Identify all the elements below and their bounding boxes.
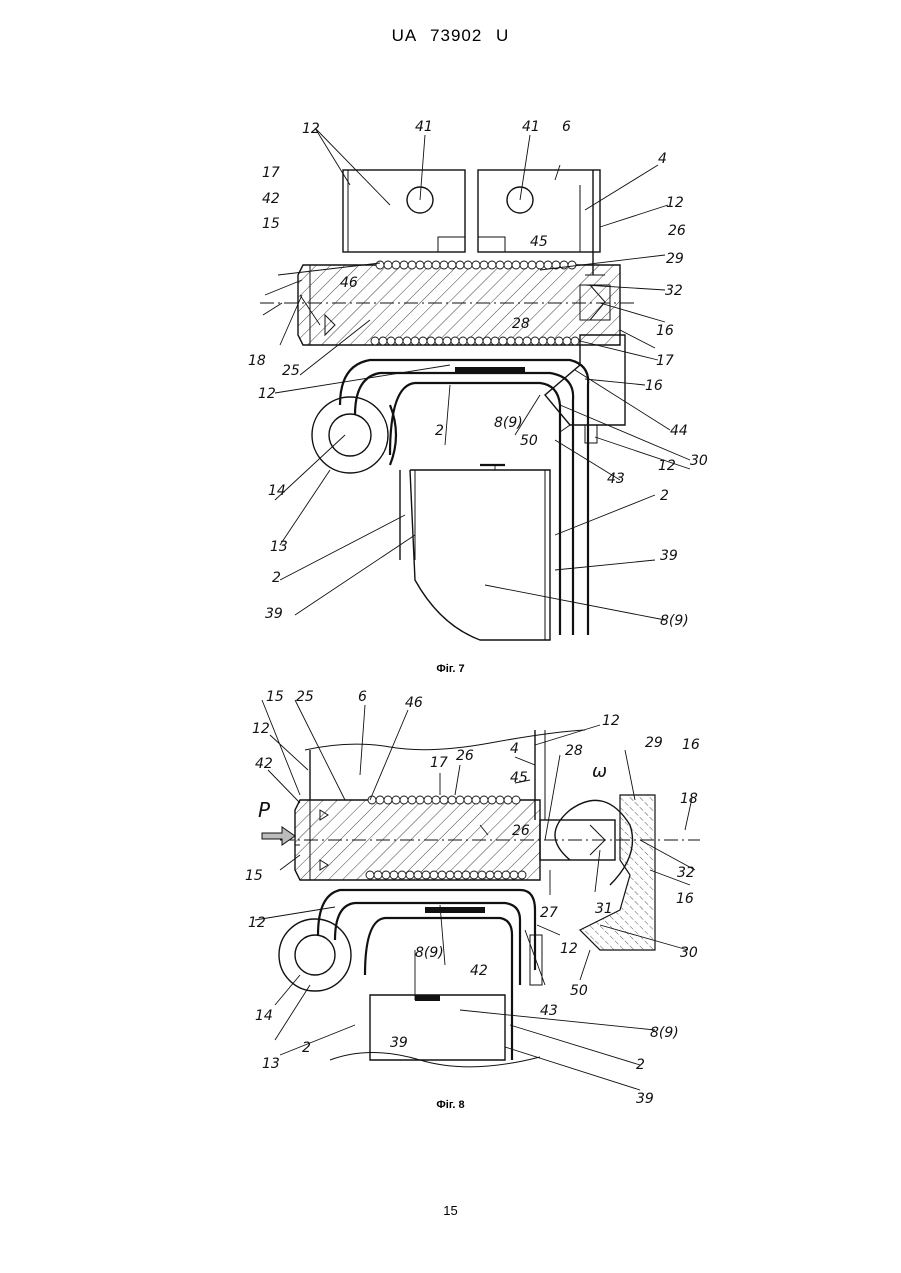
label-39: 39 — [390, 1035, 408, 1051]
figure-8-caption: Фіг. 8 — [0, 1099, 901, 1111]
label-39: 39 — [660, 548, 678, 564]
label-28: 28 — [512, 316, 530, 332]
figure-8-drawing: 15 25 6 46 12 12 42 17 26 4 28 29 16 45 … — [240, 685, 710, 1105]
label-15: 15 — [262, 216, 280, 232]
label-8-9: 8(9) — [415, 945, 444, 961]
label-29: 29 — [645, 735, 663, 751]
label-25: 25 — [282, 363, 300, 379]
label-31: 31 — [595, 901, 613, 917]
label-45: 45 — [530, 234, 548, 250]
page-number: 15 — [0, 1203, 901, 1218]
label-43: 43 — [540, 1003, 558, 1019]
spring-coils-top-8 — [368, 796, 520, 804]
label-16: 16 — [682, 737, 700, 753]
roller-14-8 — [279, 919, 351, 991]
label-42: 42 — [470, 963, 488, 979]
label-6: 6 — [562, 119, 571, 135]
label-16: 16 — [656, 323, 674, 339]
label-17: 17 — [656, 353, 674, 369]
label-omega: ω — [592, 761, 607, 782]
document-header: UA 73902 U — [0, 26, 901, 46]
label-32: 32 — [677, 865, 695, 881]
label-50: 50 — [520, 433, 538, 449]
label-30: 30 — [690, 453, 708, 469]
label-8-9: 8(9) — [660, 613, 689, 629]
label-4: 4 — [510, 741, 519, 757]
label-32: 32 — [665, 283, 683, 299]
label-12: 12 — [252, 721, 270, 737]
label-30: 30 — [680, 945, 698, 961]
label-26: 26 — [512, 823, 530, 839]
label-14: 14 — [268, 483, 286, 499]
label-14: 14 — [255, 1008, 273, 1024]
label-39: 39 — [265, 606, 283, 622]
label-12: 12 — [560, 941, 578, 957]
label-6: 6 — [358, 689, 367, 705]
figure-7-drawing: 12 41 41 6 4 17 42 12 15 26 29 46 32 18 … — [240, 115, 710, 655]
label-18: 18 — [680, 791, 698, 807]
label-29: 29 — [666, 251, 684, 267]
label-26: 26 — [456, 748, 474, 764]
roller-14 — [312, 397, 388, 473]
label-44: 44 — [670, 423, 688, 439]
label-2: 2 — [272, 570, 281, 586]
label-13: 13 — [270, 539, 288, 555]
label-12: 12 — [602, 713, 620, 729]
figure-7-caption: Фіг. 7 — [0, 663, 901, 675]
label-46: 46 — [405, 695, 423, 711]
label-43: 43 — [607, 471, 625, 487]
label-26: 26 — [668, 223, 686, 239]
label-8-9: 8(9) — [650, 1025, 679, 1041]
label-28: 28 — [565, 743, 583, 759]
label-12: 12 — [658, 458, 676, 474]
label-2: 2 — [302, 1040, 311, 1056]
label-15: 15 — [245, 868, 263, 884]
label-42: 42 — [262, 191, 280, 207]
label-4: 4 — [658, 151, 667, 167]
label-12: 12 — [302, 121, 320, 137]
label-27: 27 — [540, 905, 558, 921]
label-P: P — [258, 798, 271, 822]
label-2: 2 — [435, 423, 444, 439]
label-16: 16 — [676, 891, 694, 907]
label-18: 18 — [248, 353, 266, 369]
label-16: 16 — [645, 378, 663, 394]
label-8-9: 8(9) — [494, 415, 523, 431]
label-2: 2 — [660, 488, 669, 504]
label-46: 46 — [340, 275, 358, 291]
housing-16-8 — [580, 795, 655, 950]
label-12: 12 — [666, 195, 684, 211]
label-45: 45 — [510, 770, 528, 786]
label-12: 12 — [258, 386, 276, 402]
block-left — [343, 170, 465, 252]
spring-coils-top — [376, 261, 576, 269]
label-2: 2 — [636, 1057, 645, 1073]
housing-16 — [545, 335, 625, 425]
label-50: 50 — [570, 983, 588, 999]
label-25: 25 — [296, 689, 314, 705]
label-42: 42 — [255, 756, 273, 772]
body-8-9 — [410, 470, 550, 640]
label-12: 12 — [248, 915, 266, 931]
label-17: 17 — [262, 165, 280, 181]
label-17: 17 — [430, 755, 448, 771]
label-13: 13 — [262, 1056, 280, 1072]
label-41: 41 — [522, 119, 540, 135]
label-41: 41 — [415, 119, 433, 135]
label-15: 15 — [266, 689, 284, 705]
